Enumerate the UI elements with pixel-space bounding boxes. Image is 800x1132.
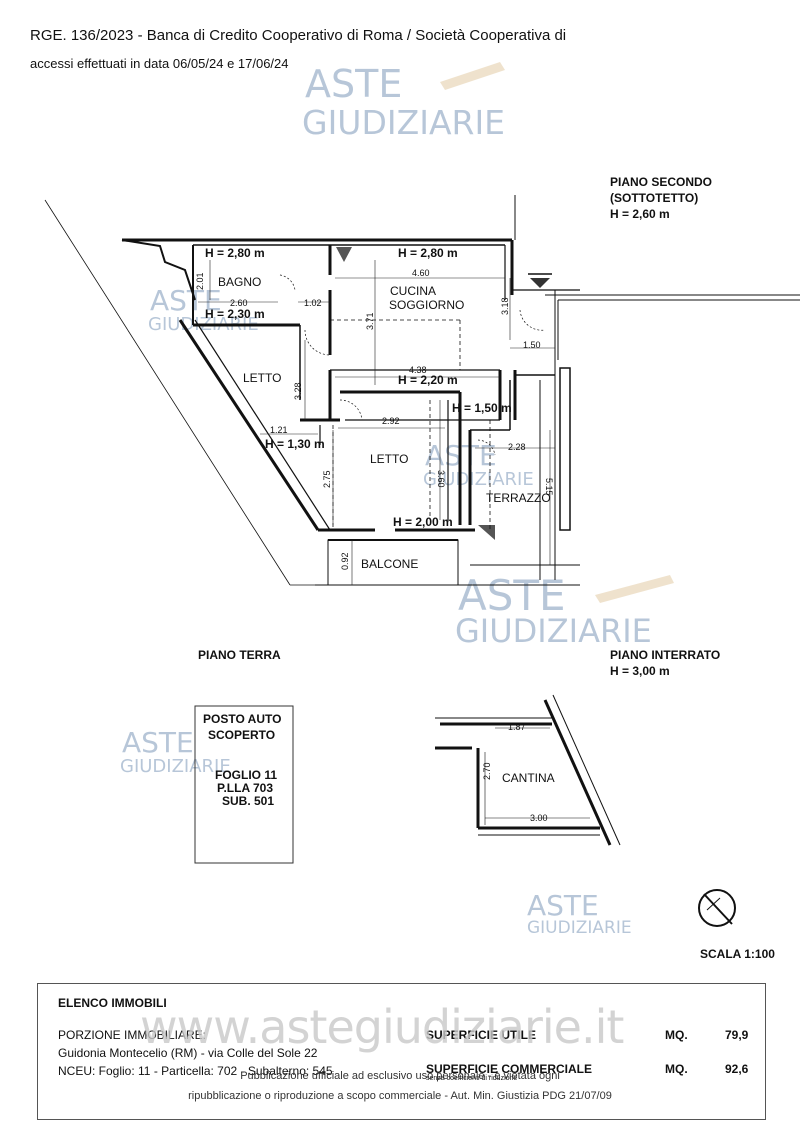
- height-label: H = 2,20 m: [398, 373, 458, 387]
- floor-second-sub: (SOTTOTETTO): [610, 191, 698, 205]
- height-label: H = 2,00 m: [393, 515, 453, 529]
- dim-label: 1.02: [304, 298, 322, 308]
- scale-label: SCALA 1:100: [700, 947, 775, 961]
- room-bagno: BAGNO: [218, 275, 261, 289]
- floor-second-name: PIANO SECONDO: [610, 175, 712, 189]
- svg-text:ASTE: ASTE: [305, 62, 402, 106]
- cantina-walls: [435, 694, 621, 846]
- footer-line-2: ripubblicazione o riproduzione a scopo c…: [188, 1090, 612, 1102]
- floor-basement-name: PIANO INTERRATO: [610, 648, 720, 662]
- room-cucina: CUCINA: [390, 284, 436, 298]
- mq-label: MQ.: [665, 1062, 688, 1076]
- dim-label: 1.21: [270, 425, 288, 435]
- parking-label-2: SCOPERTO: [208, 728, 275, 742]
- property-list: ELENCO IMMOBILI PORZIONE IMMOBILIARE: Gu…: [37, 983, 766, 1120]
- dim-label: 2.92: [382, 416, 400, 426]
- dim-label: 3.00: [530, 813, 548, 823]
- svg-text:GIUDIZIARIE: GIUDIZIARIE: [120, 756, 231, 777]
- legend-porzione: PORZIONE IMMOBILIARE:: [58, 1028, 207, 1042]
- dim-label: 2.60: [230, 298, 248, 308]
- svg-text:GIUDIZIARIE: GIUDIZIARIE: [527, 918, 632, 938]
- dim-label: 2.28: [508, 442, 526, 452]
- north-arrow-icon: [698, 889, 736, 927]
- svg-text:GIUDIZIARIE: GIUDIZIARIE: [302, 103, 505, 142]
- height-label: H = 1,50 m: [452, 401, 512, 415]
- floor-basement-height: H = 3,00 m: [610, 664, 670, 678]
- svg-text:GIUDIZIARIE: GIUDIZIARIE: [423, 469, 534, 490]
- height-label: H = 2,30 m: [205, 307, 265, 321]
- footer-line-1: Pubblicazione ufficiale ad esclusivo uso…: [240, 1070, 560, 1082]
- access-dates: accessi effettuati in data 06/05/24 e 17…: [30, 56, 289, 71]
- dim-label: 5.15: [544, 478, 554, 496]
- dim-label: 2.70: [482, 762, 492, 780]
- document-title: RGE. 136/2023 - Banca di Credito Coopera…: [30, 27, 567, 44]
- parking-space: [194, 705, 294, 864]
- watermark-top: ASTE GIUDIZIARIE: [302, 62, 505, 142]
- parking-label-1: POSTO AUTO: [203, 712, 281, 726]
- room-soggiorno: SOGGIORNO: [389, 298, 464, 312]
- dim-label: 3.28: [293, 382, 303, 400]
- room-letto-2: LETTO: [370, 452, 408, 466]
- second-floor-walls: [44, 195, 800, 586]
- room-letto-1: LETTO: [243, 371, 281, 385]
- superficie-commerciale-label: SUPERFICIE COMMERCIALE: [426, 1062, 593, 1076]
- superficie-commerciale-note: senza coefficienti di riduzione: [426, 1075, 518, 1082]
- svg-text:GIUDIZIARIE: GIUDIZIARIE: [455, 612, 652, 650]
- room-cantina: CANTINA: [502, 771, 555, 785]
- legend-address: Guidonia Montecelio (RM) - via Colle del…: [58, 1046, 318, 1060]
- floor-second-height: H = 2,60 m: [610, 207, 670, 221]
- legend-nceu: NCEU: Foglio: 11 - Particella: 702 - Sub…: [58, 1064, 333, 1078]
- dim-label: 2.01: [195, 272, 205, 290]
- mq-label: MQ.: [665, 1028, 688, 1042]
- dimension-lines: [198, 260, 555, 585]
- superficie-utile-label: SUPERFICIE UTILE: [426, 1028, 537, 1042]
- parking-sub: SUB. 501: [222, 794, 274, 808]
- dim-label: 4.60: [412, 268, 430, 278]
- dim-label: 1.87: [508, 722, 526, 732]
- dim-label: 3.18: [500, 297, 510, 315]
- dim-label: 4.38: [409, 365, 427, 375]
- height-label: H = 2,80 m: [205, 246, 265, 260]
- watermark-url: www.astegiudiziarie.it: [140, 1000, 624, 1054]
- parking-foglio: FOGLIO 11: [215, 768, 277, 782]
- dim-label: 3.71: [365, 312, 375, 330]
- height-label: H = 2,80 m: [398, 246, 458, 260]
- svg-text:ASTE: ASTE: [122, 726, 194, 759]
- svg-text:ASTE: ASTE: [458, 571, 566, 620]
- dim-label: 3.60: [436, 470, 446, 488]
- watermark-bottom-right: ASTE GIUDIZIARIE: [527, 889, 632, 938]
- floor-ground-name: PIANO TERRA: [198, 648, 281, 662]
- room-balcone: BALCONE: [361, 557, 418, 571]
- legend-title: ELENCO IMMOBILI: [58, 996, 167, 1010]
- superficie-commerciale-value: 92,6: [725, 1062, 749, 1076]
- svg-text:ASTE: ASTE: [527, 889, 599, 922]
- dim-label: 2.75: [322, 470, 332, 488]
- height-label: H = 1,30 m: [265, 437, 325, 451]
- parking-plla: P.LLA 703: [217, 781, 273, 795]
- dim-label: 1.50: [523, 340, 541, 350]
- watermark-left-low: ASTE GIUDIZIARIE: [120, 726, 231, 777]
- superficie-utile-value: 79,9: [725, 1028, 749, 1042]
- watermark-lower: ASTE GIUDIZIARIE: [455, 571, 674, 650]
- room-terrazzo: TERRAZZO: [486, 491, 551, 505]
- dim-label: 0.92: [340, 552, 350, 570]
